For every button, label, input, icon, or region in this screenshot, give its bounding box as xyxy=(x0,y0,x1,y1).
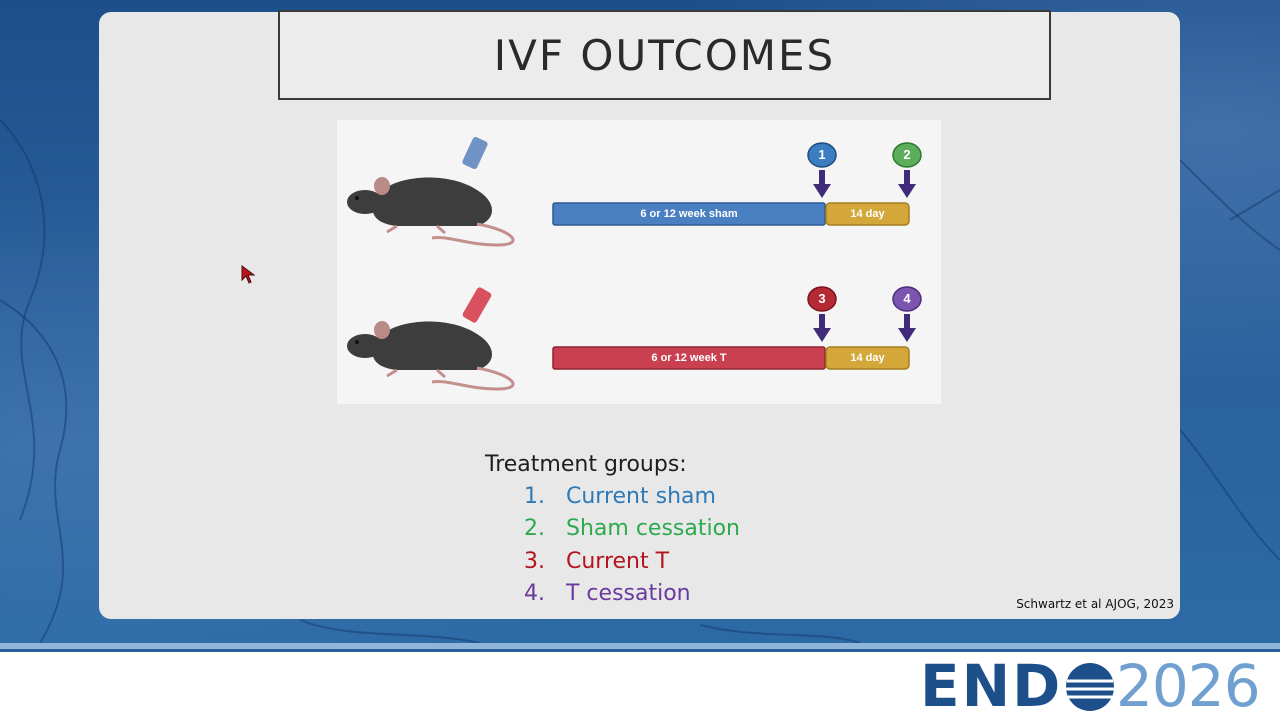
study-design-figure: 6 or 12 week sham 14 day 6 or 12 week T … xyxy=(337,120,941,404)
slide-title: IVF OUTCOMES xyxy=(493,30,836,80)
group-number: 3. xyxy=(524,549,545,574)
logo-globe-icon xyxy=(1066,663,1114,711)
marker-1-circle xyxy=(807,142,837,168)
group-number: 2. xyxy=(524,516,545,541)
mouse-illustration-sham xyxy=(347,177,515,247)
mouse-illustration-testosterone xyxy=(347,321,515,391)
footer-strip-light xyxy=(0,643,1280,649)
testosterone-day-label: 14 day xyxy=(850,352,885,364)
sham-day-label: 14 day xyxy=(850,208,885,220)
logo-end-text: END xyxy=(920,652,1063,720)
footer-strip-dark xyxy=(0,649,1280,652)
group-number: 4. xyxy=(524,581,545,606)
treatment-groups-heading: Treatment groups: xyxy=(485,452,687,477)
group-label: Sham cessation xyxy=(566,516,740,541)
background-neuron-lines xyxy=(0,119,1280,643)
group-label: Current T xyxy=(566,549,670,574)
marker-3-circle xyxy=(807,286,837,312)
testosterone-14day-bar xyxy=(825,346,910,370)
marker-2-number: 2 xyxy=(903,147,911,162)
marker-2-circle xyxy=(892,142,922,168)
marker-4-circle xyxy=(892,286,922,312)
sham-14day-bar xyxy=(825,202,910,226)
implant-testosterone-icon xyxy=(462,287,492,323)
testosterone-treatment-bar xyxy=(552,346,826,370)
group-label: T cessation xyxy=(566,581,691,606)
group-item-current-sham: 1. Current sham xyxy=(524,484,716,509)
logo-year-text: 2026 xyxy=(1116,652,1261,720)
group-item-sham-cessation: 2. Sham cessation xyxy=(524,516,740,541)
implant-sham-icon xyxy=(462,137,488,169)
sham-treatment-bar xyxy=(552,202,826,226)
group-label: Current sham xyxy=(566,484,716,509)
mouse-pointer-icon xyxy=(241,265,256,284)
group-number: 1. xyxy=(524,484,545,509)
testosterone-bar-label: 6 or 12 week T xyxy=(651,352,727,364)
slide-panel: IVF OUTCOMES xyxy=(99,10,1180,619)
endo-2026-logo: END 2026 xyxy=(920,656,1270,716)
sham-bar-label: 6 or 12 week sham xyxy=(640,208,738,220)
marker-1-number: 1 xyxy=(818,147,826,162)
citation: Schwartz et al AJOG, 2023 xyxy=(1016,597,1174,611)
title-box: IVF OUTCOMES xyxy=(278,10,1051,100)
timepoint-arrows xyxy=(813,170,916,342)
marker-3-number: 3 xyxy=(818,291,826,306)
group-item-t-cessation: 4. T cessation xyxy=(524,581,691,606)
group-item-current-t: 3. Current T xyxy=(524,549,669,574)
marker-4-number: 4 xyxy=(903,291,911,306)
